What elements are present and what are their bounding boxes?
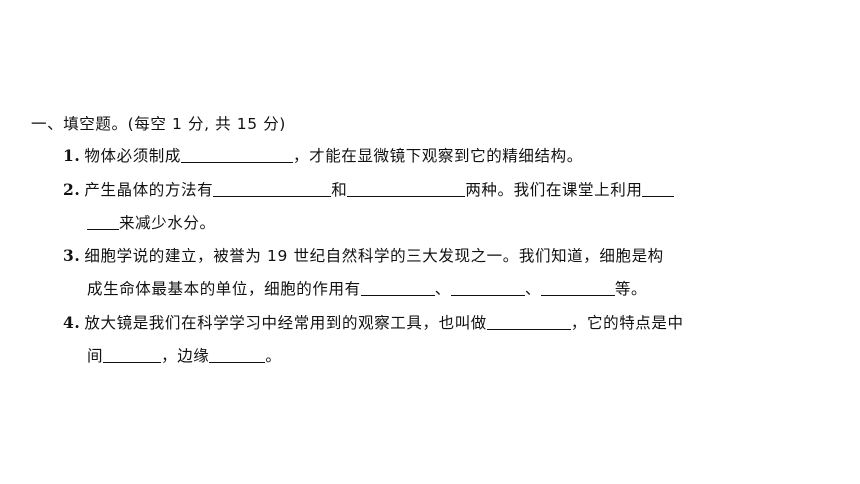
question-3-continued: 成生命体最基本的单位，细胞的作用有 、 、 等。 xyxy=(87,278,647,300)
question-text: 放大镜是我们在科学学习中经常用到的观察工具，也叫做 xyxy=(84,314,487,332)
question-text: 。 xyxy=(265,347,282,365)
answer-blank[interactable] xyxy=(540,281,615,296)
question-4: 4.放大镜是我们在科学学习中经常用到的观察工具，也叫做 ，它的特点是中 xyxy=(63,312,684,334)
question-number: 1. xyxy=(63,146,81,165)
answer-blank[interactable] xyxy=(103,348,162,363)
answer-blank[interactable] xyxy=(486,315,571,330)
question-3: 3.细胞学说的建立，被誉为 19 世纪自然科学的三大发现之一。我们知道，细胞是构 xyxy=(63,245,664,267)
question-text: ，边缘 xyxy=(161,347,210,365)
answer-blank[interactable] xyxy=(181,148,293,163)
answer-blank[interactable] xyxy=(450,281,525,296)
question-text: 物体必须制成 xyxy=(84,147,181,165)
question-text: 两种。我们在课堂上利用 xyxy=(465,181,643,199)
question-text: 、 xyxy=(524,280,541,298)
answer-blank[interactable] xyxy=(642,182,675,197)
question-2: 2.产生晶体的方法有 和 两种。我们在课堂上利用 xyxy=(63,179,675,201)
question-text: ，它的特点是中 xyxy=(570,314,684,332)
question-text: 细胞学说的建立，被誉为 19 世纪自然科学的三大发现之一。我们知道，细胞是构 xyxy=(84,247,664,265)
question-text: 产生晶体的方法有 xyxy=(84,181,214,199)
answer-blank[interactable] xyxy=(87,215,119,230)
question-number: 2. xyxy=(63,180,81,199)
answer-blank[interactable] xyxy=(213,182,332,197)
question-text: 来减少水分。 xyxy=(119,214,216,232)
question-number: 3. xyxy=(63,246,81,265)
question-text: 和 xyxy=(331,181,348,199)
section-heading: 一、填空题。(每空 1 分, 共 15 分) xyxy=(31,113,286,135)
question-text: 等。 xyxy=(614,280,648,298)
answer-blank[interactable] xyxy=(360,281,435,296)
question-number: 4. xyxy=(63,313,81,332)
answer-blank[interactable] xyxy=(347,182,466,197)
question-text: 间 xyxy=(87,347,104,365)
question-4-continued: 间 ，边缘 。 xyxy=(87,345,282,367)
question-text: 、 xyxy=(434,280,451,298)
question-text: 成生命体最基本的单位，细胞的作用有 xyxy=(87,280,361,298)
question-text: ，才能在显微镜下观察到它的精细结构。 xyxy=(293,147,583,165)
question-2-continued: 来减少水分。 xyxy=(87,212,216,234)
question-1: 1.物体必须制成 ，才能在显微镜下观察到它的精细结构。 xyxy=(63,145,583,167)
answer-blank[interactable] xyxy=(209,348,266,363)
section-heading-text: 一、填空题。(每空 1 分, 共 15 分) xyxy=(31,115,286,133)
